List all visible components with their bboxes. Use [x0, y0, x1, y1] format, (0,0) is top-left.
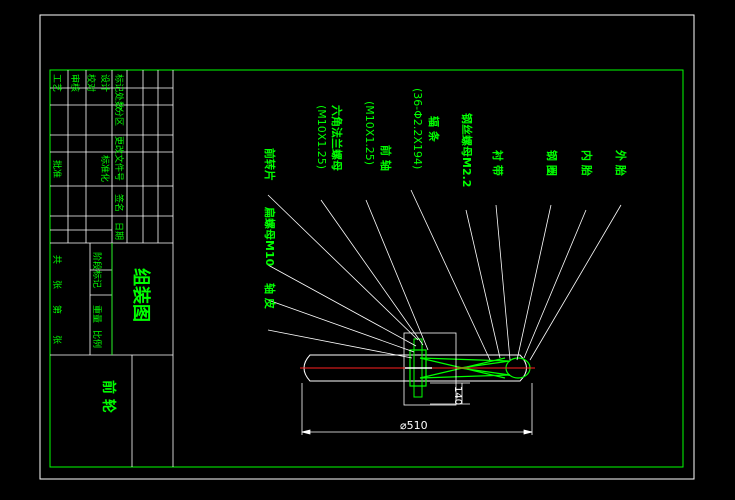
label-design: 设计: [99, 74, 111, 92]
label-scale: 比例: [91, 330, 103, 348]
label-process: 工艺: [51, 74, 62, 92]
label-change-doc: 更改文件号: [113, 136, 125, 181]
callout-rim-tape: 衬 带: [491, 150, 505, 176]
callout-front-axle: 前 轴: [379, 145, 393, 171]
callout-inner-tube: 内 胎: [580, 150, 594, 176]
callout-flange-nut-spec: (M10X1.25): [315, 105, 328, 169]
label-review: 审核: [69, 74, 81, 92]
callout-outer-tire: 外 胎: [614, 149, 628, 176]
label-stage-mark: 阶段标记: [91, 252, 103, 288]
label-sheet-1: 张: [51, 280, 62, 289]
callout-front-axle-spec: (M10X1.25): [363, 101, 376, 165]
tire-outline: [303, 354, 527, 382]
label-approve: 批准: [51, 160, 63, 178]
label-standardize: 标准化: [99, 155, 111, 182]
hub-detail-box: [403, 332, 457, 406]
width-dimension: 140: [452, 386, 463, 405]
part-name: 前 轮: [100, 380, 117, 413]
sheet-border: [39, 14, 695, 480]
label-date: 日期: [113, 222, 124, 240]
drawing-frame: [49, 69, 684, 468]
label-check: 校对: [85, 74, 97, 92]
title-block: [50, 70, 174, 467]
label-sheet-2: 张: [51, 335, 62, 344]
label-no: 第: [51, 305, 63, 314]
label-marks: 标记: [113, 74, 125, 92]
dimensions: [301, 382, 533, 435]
callout-spoke: 辐 条: [427, 116, 441, 143]
wheel-assembly: [300, 332, 535, 406]
label-count: 处数: [113, 92, 125, 110]
drawing-title: 组装图: [130, 268, 152, 322]
leader-lines: [267, 189, 622, 361]
label-total: 共: [51, 255, 62, 264]
callout-spoke-spec: (36-Φ2.2X194): [411, 88, 424, 169]
label-signature: 签名: [113, 194, 125, 212]
label-zone: 分区: [113, 108, 124, 126]
callout-flange-nut: 六角法兰螺母: [330, 105, 344, 171]
callout-axle-cover-1: 轴 皮: [263, 283, 277, 309]
diameter-dimension: ⌀510: [400, 419, 428, 432]
callout-spoke-nut: 钢丝螺母M2.2: [460, 113, 474, 187]
label-weight: 重量: [91, 305, 103, 323]
callout-rim: 钢 圈: [545, 150, 559, 176]
callout-front-plate: 前转片: [263, 148, 277, 181]
callout-flat-nut: 扁螺母M10: [263, 207, 277, 267]
